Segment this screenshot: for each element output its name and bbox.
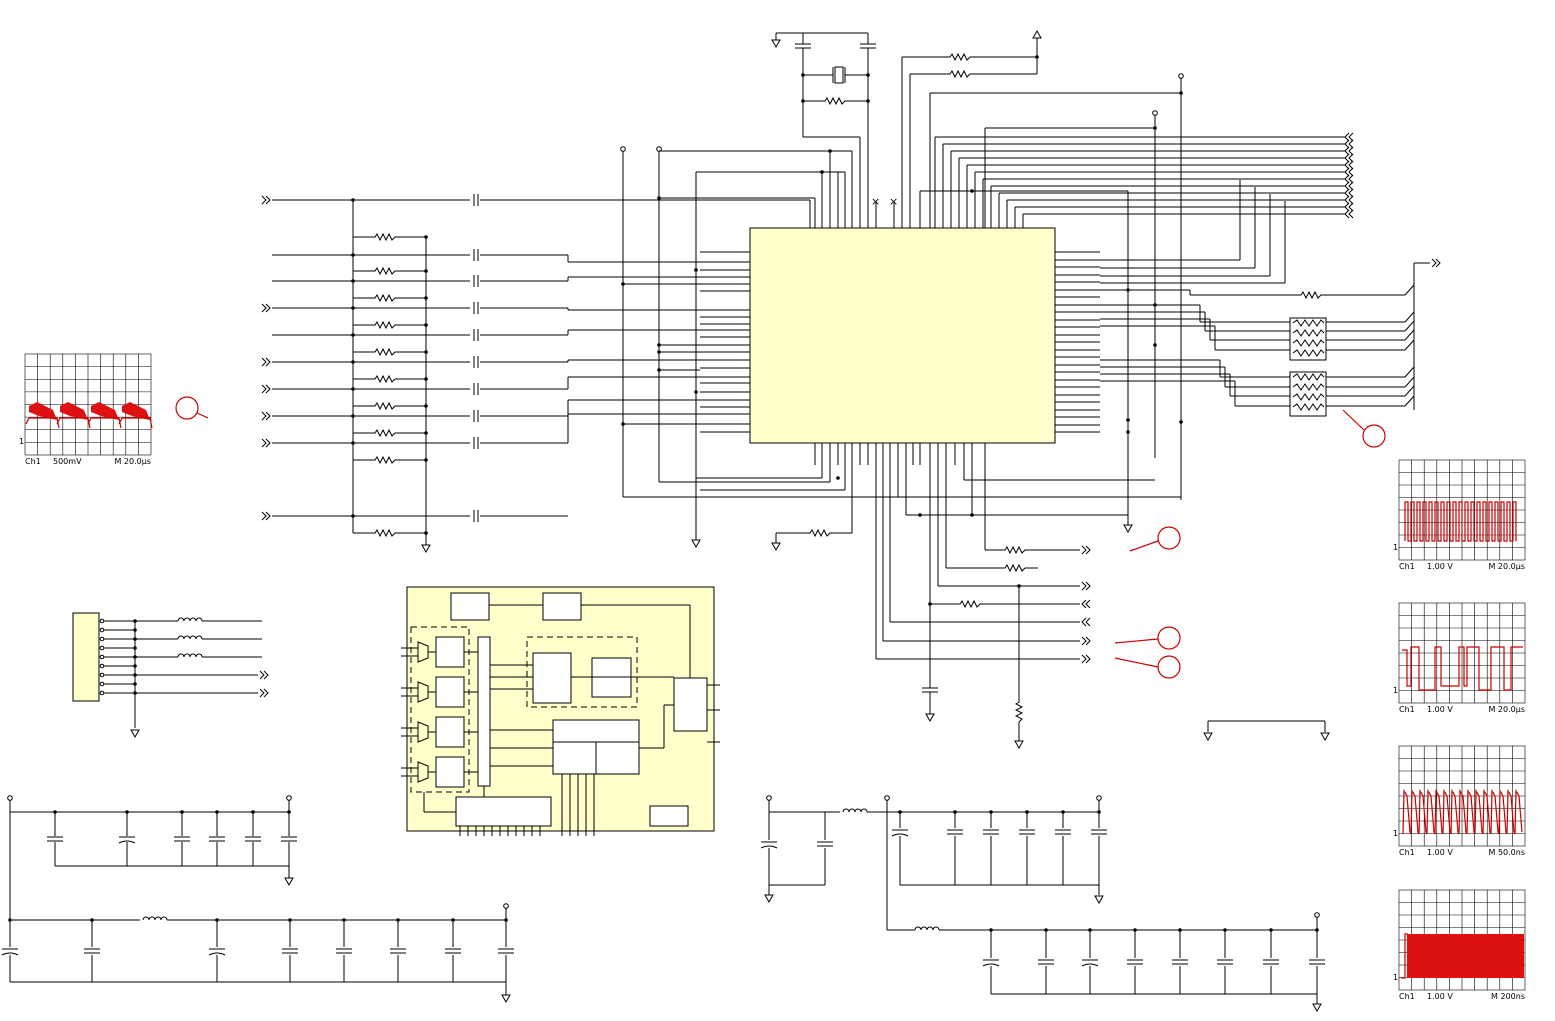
top-left-bus [620, 146, 853, 548]
svg-text:×: × [871, 195, 880, 208]
scope-volts-div: 500mV [53, 457, 82, 466]
scope-marker: 1 [1393, 543, 1398, 552]
scope-channel: Ch1 [25, 457, 41, 466]
scope-time-div: M 50.0ns [1489, 848, 1526, 857]
misc-right [1203, 720, 1330, 741]
left-input-network [261, 193, 811, 553]
main-ic [749, 227, 1056, 444]
scope-volts-div: 1.00 V [1427, 705, 1453, 714]
top-right-bus [919, 132, 1354, 443]
crystal-network [771, 32, 877, 228]
svg-text:×: × [889, 195, 898, 208]
scope-time-div: M 20.0μs [1488, 562, 1525, 571]
scope-volts-div: 1.00 V [1427, 992, 1453, 1001]
top-pull-resistors: × × [871, 30, 1184, 500]
power-filters [1, 795, 1326, 1012]
ic-left-pins [621, 251, 750, 433]
test-point-markers [175, 396, 1386, 679]
left-connector [72, 612, 269, 738]
scope-channel: Ch1 [1399, 705, 1415, 714]
scope-marker: 1 [19, 437, 24, 446]
scope-channel: Ch1 [1399, 562, 1415, 571]
scope-volts-div: 1.00 V [1427, 562, 1453, 571]
bottom-output-lines [771, 443, 1133, 749]
internal-block-diagram [401, 586, 720, 836]
scope-channel: Ch1 [1399, 848, 1415, 857]
scope-volts-div: 1.00 V [1427, 848, 1453, 857]
scope-marker: 1 [1393, 686, 1398, 695]
scope-time-div: M 20.0μs [1488, 705, 1525, 714]
ic-bottom-pins [623, 443, 1181, 517]
right-output-network [1289, 258, 1441, 417]
scope-time-div: M 200ns [1491, 992, 1525, 1001]
scope-marker: 1 [1393, 973, 1398, 982]
scope-time-div: M 20.0μs [114, 457, 151, 466]
ic-right-pins [1055, 180, 1415, 434]
scope-marker: 1 [1393, 829, 1398, 838]
scope-channel: Ch1 [1399, 992, 1415, 1001]
